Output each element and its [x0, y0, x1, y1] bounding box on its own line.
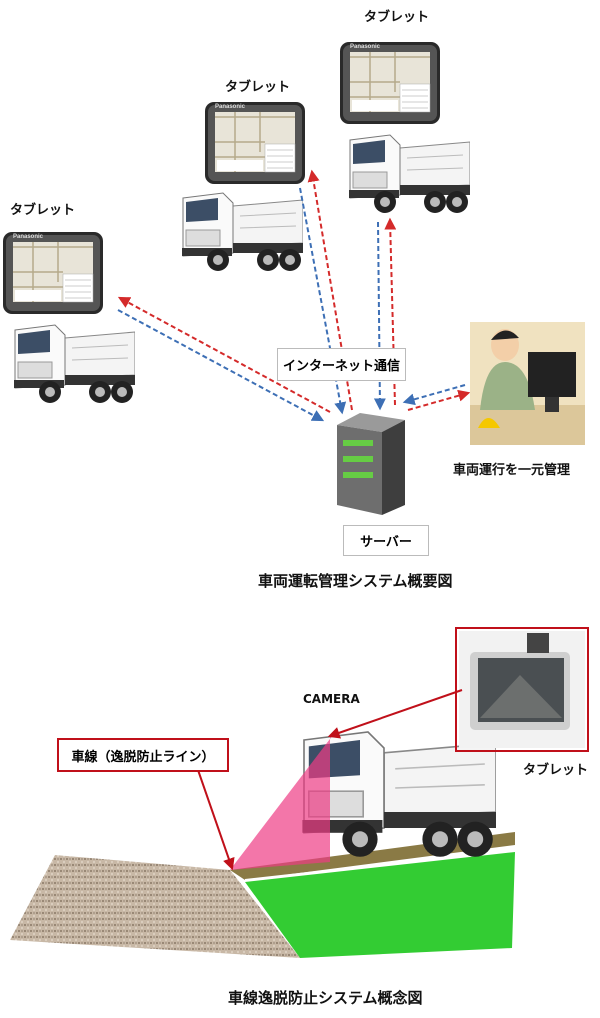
operator-at-desk-image: [470, 322, 585, 445]
tablet-callout-frame: [455, 627, 589, 752]
server-icon: [337, 413, 405, 515]
server-label: サーバー: [343, 525, 429, 556]
internet-label: インターネット通信: [277, 348, 406, 381]
tablet-label-top: タブレット: [364, 10, 430, 25]
tablet-image-middle: [205, 102, 305, 184]
tablet-brand-middle: Panasonic: [215, 104, 246, 110]
grass-slope: [245, 852, 515, 958]
overview-title: 車両運転管理システム概要図: [258, 572, 453, 590]
manager-label: 車両運行を一元管理: [453, 463, 571, 478]
camera-beam: [230, 735, 333, 870]
tablet-label-middle: タブレット: [225, 80, 291, 95]
lane-callout-arrow: [197, 769, 235, 871]
tablet-image-left: [3, 232, 103, 314]
gravel-embankment: [10, 855, 300, 958]
lane-label: 車線（逸脱防止ライン）: [57, 738, 229, 772]
tablet-label-left: タブレット: [10, 203, 76, 218]
tablet-label-camera: タブレット: [523, 763, 589, 778]
dump-truck-left: [13, 324, 135, 404]
tablet-brand-left: Panasonic: [13, 234, 44, 240]
dump-truck-middle: [181, 192, 303, 272]
camera-callout-arrow: [327, 689, 463, 739]
tablet-brand-top: Panasonic: [350, 44, 381, 50]
lane-title: 車線逸脱防止システム概念図: [228, 989, 423, 1007]
dump-truck-top: [348, 134, 470, 214]
camera-label: CAMERA: [303, 692, 360, 706]
tablet-image-top: [340, 42, 440, 124]
